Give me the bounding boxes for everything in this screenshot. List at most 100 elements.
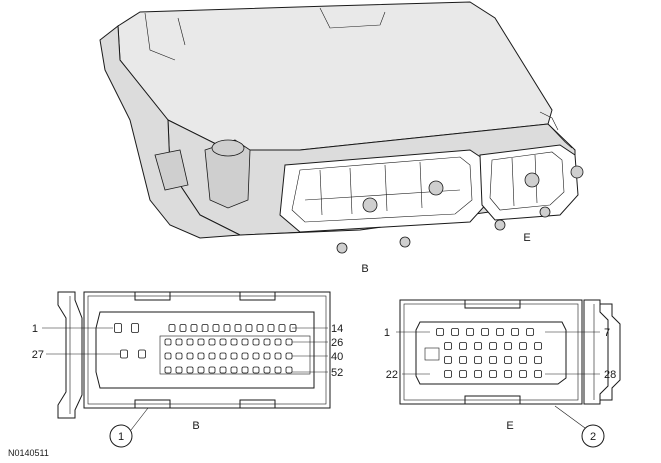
- figure-id: N0140511: [8, 448, 49, 458]
- pin-cavity: [496, 328, 504, 336]
- module-connector-e-label: E: [523, 232, 530, 244]
- connector-e-pin-28-label: 28: [604, 369, 616, 381]
- pin-cavity: [201, 324, 209, 332]
- pin-cavity: [274, 338, 282, 346]
- pin-cavity: [459, 342, 467, 350]
- pin-cavity: [263, 338, 271, 346]
- pin-cavity: [274, 366, 282, 374]
- pin-cavity: [164, 352, 172, 360]
- pin-cavity: [190, 324, 198, 332]
- connector-b-pin-26-label: 26: [331, 337, 343, 349]
- pin-cavity: [474, 342, 482, 350]
- pin-cavity: [444, 370, 452, 378]
- pin-cavity: [230, 352, 238, 360]
- pin-cavity: [208, 366, 216, 374]
- connector-e-pins: [436, 328, 542, 378]
- pin-cavity: [186, 352, 194, 360]
- pin-cavity: [285, 366, 293, 374]
- pin-cavity: [252, 352, 260, 360]
- pin-cavity: [208, 338, 216, 346]
- pin-cavity: [197, 352, 205, 360]
- pin-cavity: [230, 366, 238, 374]
- pin-cavity: [241, 338, 249, 346]
- connector-e-pin-22-label: 22: [386, 369, 398, 381]
- pin-cavity: [219, 338, 227, 346]
- pin-cavity: [175, 338, 183, 346]
- pin-cavity: [179, 324, 187, 332]
- callout-2-text: 2: [590, 431, 596, 443]
- pin-cavity: [263, 352, 271, 360]
- pin-cavity: [197, 366, 205, 374]
- pin-cavity: [234, 324, 242, 332]
- pin-cavity: [241, 366, 249, 374]
- pin-cavity: [534, 370, 542, 378]
- module-connector-b-label: B: [361, 263, 368, 275]
- pin-cavity: [504, 370, 512, 378]
- pin-cavity: [175, 366, 183, 374]
- pin-cavity: [186, 338, 194, 346]
- pin-cavity: [208, 352, 216, 360]
- connector-b-pin-40-label: 40: [331, 351, 343, 363]
- pin-cavity: [164, 366, 172, 374]
- pin-cavity: [466, 328, 474, 336]
- pin-cavity: [285, 338, 293, 346]
- connector-b-label: B: [192, 420, 199, 432]
- connector-e-face: [399, 299, 621, 405]
- pin-cavity: [278, 324, 286, 332]
- pin-cavity: [197, 338, 205, 346]
- pin-cavity: [436, 328, 444, 336]
- pin-cavity: [241, 352, 249, 360]
- pin-cavity: [451, 328, 459, 336]
- pin-cavity: [114, 323, 122, 333]
- callout-2-circle: [581, 424, 605, 448]
- pin-cavity: [459, 370, 467, 378]
- module-illustration: [99, 1, 584, 254]
- pin-cavity: [504, 342, 512, 350]
- pin-cavity: [131, 323, 139, 333]
- pin-cavity: [230, 338, 238, 346]
- pin-cavity: [267, 324, 275, 332]
- pin-cavity: [489, 356, 497, 364]
- connector-b-pins: [114, 323, 297, 374]
- pin-cavity: [245, 324, 253, 332]
- pin-cavity: [120, 349, 128, 359]
- pin-cavity: [511, 328, 519, 336]
- pin-cavity: [444, 342, 452, 350]
- pin-cavity: [489, 342, 497, 350]
- pin-cavity: [459, 356, 467, 364]
- pin-cavity: [219, 366, 227, 374]
- pin-cavity: [504, 356, 512, 364]
- pin-cavity: [164, 338, 172, 346]
- pin-cavity: [274, 352, 282, 360]
- connector-b-pin-27-label: 27: [32, 349, 44, 361]
- pin-cavity: [252, 338, 260, 346]
- connector-b-pin-1-label: 1: [32, 323, 38, 335]
- pin-cavity: [186, 366, 194, 374]
- connector-e-pin-1-label: 1: [384, 327, 390, 339]
- callout-1-text: 1: [118, 431, 124, 443]
- pin-cavity: [219, 352, 227, 360]
- connector-e-label: E: [506, 420, 513, 432]
- connector-b-leaders: [42, 327, 328, 373]
- pin-cavity: [519, 370, 527, 378]
- pin-cavity: [168, 324, 176, 332]
- pin-cavity: [252, 366, 260, 374]
- pin-cavity: [474, 370, 482, 378]
- pin-cavity: [526, 328, 534, 336]
- pin-cavity: [519, 356, 527, 364]
- pin-cavity: [212, 324, 220, 332]
- pin-cavity: [285, 352, 293, 360]
- pin-cavity: [489, 370, 497, 378]
- pin-cavity: [444, 356, 452, 364]
- pin-cavity: [175, 352, 183, 360]
- connector-e-pin-7-label: 7: [604, 327, 610, 339]
- pin-cavity: [256, 324, 264, 332]
- pin-cavity: [481, 328, 489, 336]
- pin-cavity: [263, 366, 271, 374]
- connector-b-pin-52-label: 52: [331, 367, 343, 379]
- pin-cavity: [534, 342, 542, 350]
- pin-cavity: [223, 324, 231, 332]
- pin-cavity: [138, 349, 146, 359]
- pin-cavity: [519, 342, 527, 350]
- pin-cavity: [474, 356, 482, 364]
